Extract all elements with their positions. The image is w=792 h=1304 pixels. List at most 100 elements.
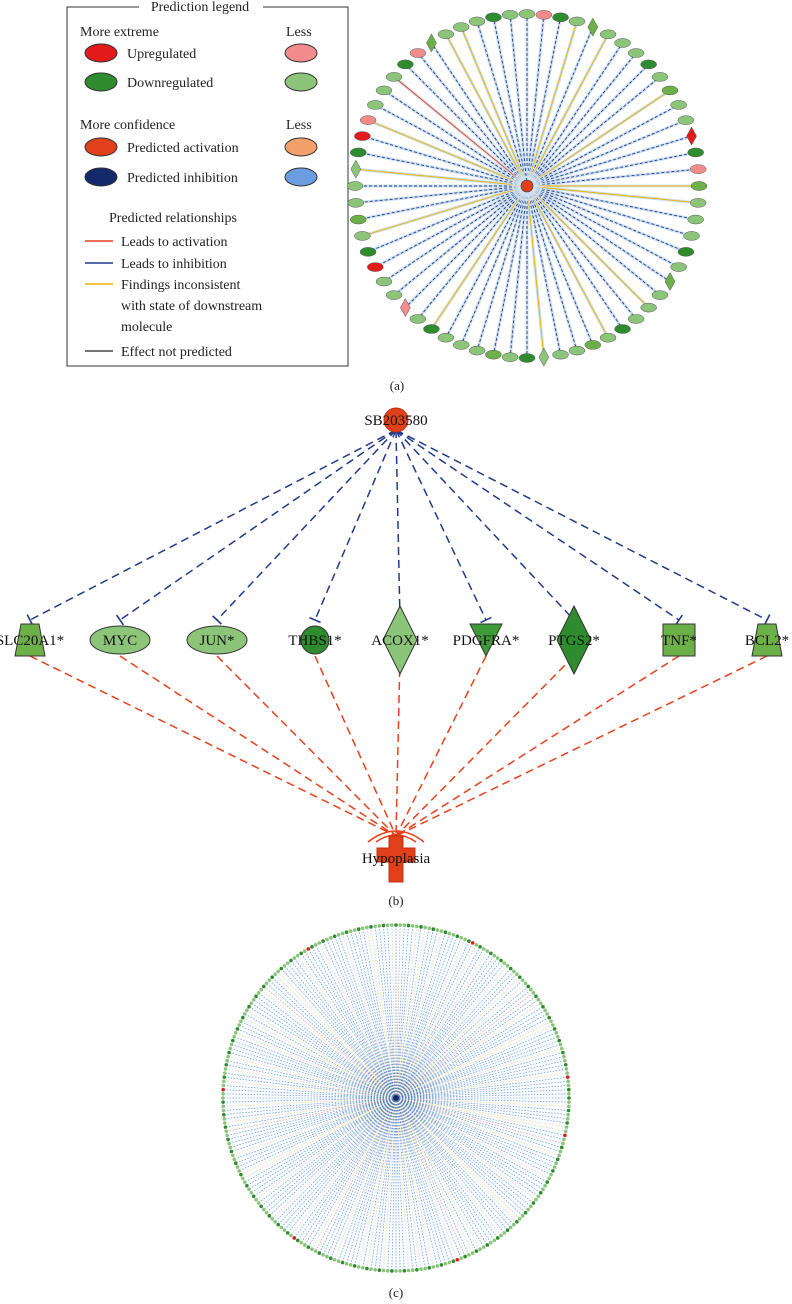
network-edge — [395, 1006, 544, 1099]
network-edge — [248, 1006, 397, 1099]
network-node — [394, 923, 398, 927]
network-node — [225, 1058, 229, 1063]
network-node — [282, 1228, 287, 1233]
network-node — [365, 1266, 369, 1271]
network-edge — [383, 925, 397, 1099]
network-edge — [315, 1097, 397, 1252]
network-edge — [367, 119, 528, 187]
network-edge — [227, 1097, 397, 1136]
target-label: PDGFRA* — [453, 633, 520, 649]
network-node — [231, 1038, 235, 1043]
network-node — [325, 1254, 329, 1259]
network-node — [259, 987, 263, 992]
network-edge — [271, 976, 397, 1099]
network-node — [243, 1180, 247, 1184]
radial-network-a — [346, 9, 708, 367]
network-node — [251, 1194, 256, 1199]
network-node — [661, 85, 679, 96]
network-node — [410, 924, 415, 928]
network-edge — [260, 989, 397, 1099]
network-node — [485, 1243, 490, 1247]
network-edge — [322, 1097, 397, 1256]
network-node — [492, 1238, 497, 1243]
network-node — [455, 1257, 460, 1262]
network-node — [554, 1030, 559, 1035]
network-edge — [395, 955, 495, 1099]
network-edge — [526, 185, 578, 351]
less-label-2: Less — [286, 118, 312, 133]
network-edge — [395, 953, 492, 1099]
network-node — [427, 926, 432, 931]
network-edge — [395, 1013, 548, 1099]
network-edge — [526, 185, 661, 296]
network-edge — [445, 34, 528, 187]
network-node — [557, 1038, 561, 1043]
network-node — [397, 59, 414, 70]
network-edge — [358, 152, 528, 187]
network-node — [499, 1233, 503, 1238]
network-node — [302, 1243, 307, 1247]
network-node — [502, 1231, 507, 1235]
network-edge — [395, 1097, 526, 1213]
network-edge — [395, 1097, 537, 1200]
network-node — [452, 22, 470, 32]
inhibition-bar — [674, 614, 684, 626]
network-node — [249, 1191, 254, 1195]
network-node — [427, 1265, 432, 1270]
less-label-1: Less — [286, 25, 312, 40]
target-node — [556, 604, 592, 676]
network-node — [226, 1054, 230, 1059]
target-node — [662, 623, 696, 657]
network-edge — [445, 185, 528, 338]
network-node — [224, 1129, 229, 1134]
network-edge — [395, 962, 505, 1099]
network-node — [566, 1079, 570, 1084]
network-node — [505, 1228, 510, 1233]
network-edge — [395, 929, 438, 1099]
network-node — [562, 1054, 566, 1059]
network-edge — [526, 185, 671, 282]
network-edge — [223, 1093, 397, 1099]
network-edge — [395, 1097, 434, 1267]
network-node — [690, 181, 708, 191]
network-node — [237, 1023, 241, 1027]
network-node — [356, 927, 361, 931]
network-edge — [395, 1089, 569, 1099]
network-edge — [230, 1097, 397, 1148]
hub-node — [520, 179, 534, 193]
inhibition-edge — [395, 429, 768, 621]
network-node — [565, 1071, 569, 1075]
inhibition-bar — [309, 616, 321, 624]
network-node — [367, 100, 384, 110]
network-node — [526, 984, 531, 989]
network-edge — [395, 1097, 462, 1259]
network-edge — [326, 1097, 397, 1257]
network-node — [369, 1267, 373, 1271]
inhibition-edge — [395, 429, 575, 621]
network-edge — [395, 1097, 505, 1234]
network-node — [470, 941, 475, 945]
network-node — [247, 1004, 251, 1009]
network-node — [558, 1042, 563, 1047]
regulator-label: SB203580 — [364, 413, 427, 429]
inhibition-edge — [395, 429, 487, 621]
network-edge — [358, 1097, 397, 1267]
leads-inhibition-label: Leads to inhibition — [121, 257, 227, 272]
network-node — [243, 1012, 247, 1016]
network-node — [276, 1222, 280, 1227]
network-edge — [379, 925, 397, 1099]
network-edge — [342, 933, 397, 1099]
activation-edge — [395, 655, 768, 837]
network-edge — [244, 1013, 397, 1099]
network-edge — [395, 1048, 562, 1099]
network-node — [543, 1183, 547, 1188]
network-edge — [395, 1097, 539, 1197]
target-label: BCL2* — [745, 633, 789, 649]
target-label: THBS1* — [288, 633, 341, 649]
network-node — [627, 48, 645, 58]
network-edge — [493, 17, 528, 187]
network-node — [443, 930, 448, 935]
network-edge — [526, 26, 594, 187]
network-node — [285, 1231, 290, 1235]
network-node — [566, 1083, 571, 1088]
